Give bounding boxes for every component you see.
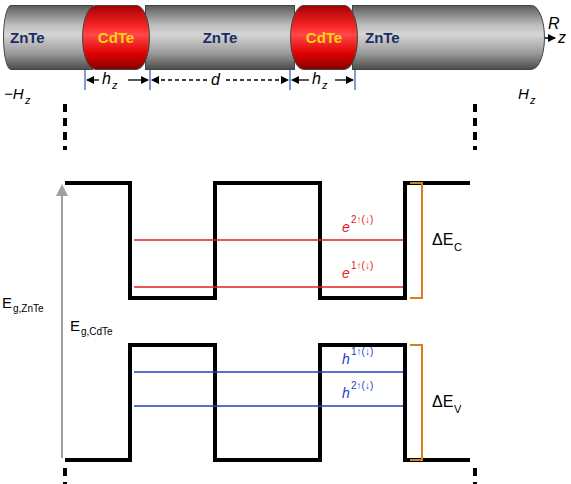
material-label: ZnTe xyxy=(203,29,238,46)
level-label: e xyxy=(342,266,350,280)
offset-label: ΔE xyxy=(432,232,453,248)
gap-label: E xyxy=(70,318,80,333)
level-label: h xyxy=(342,352,350,366)
subscript: z xyxy=(530,95,536,106)
level-label: e xyxy=(342,220,350,234)
cdte-segment: CdTe xyxy=(82,5,150,70)
material-label: ZnTe xyxy=(365,29,400,46)
znte-segment: ZnTe xyxy=(352,5,545,70)
superscript: 2↑(↓) xyxy=(351,381,373,391)
dimension-label: h xyxy=(312,71,321,87)
subscript: g,CdTe xyxy=(81,327,113,337)
superscript: 2↑(↓) xyxy=(351,215,373,225)
znte-segment: ZnTe xyxy=(3,5,93,70)
dimension-label: h xyxy=(102,71,111,87)
znte-segment: ZnTe xyxy=(145,5,295,70)
boundary-label: −H xyxy=(4,86,24,101)
subscript: C xyxy=(454,242,462,253)
cdte-segment: CdTe xyxy=(290,5,358,70)
subscript: z xyxy=(322,80,328,91)
superscript: 1↑(↓) xyxy=(351,347,373,357)
material-label: CdTe xyxy=(306,29,342,46)
level-label: h xyxy=(342,386,350,400)
dimension-label: d xyxy=(211,72,220,88)
subscript: V xyxy=(454,404,461,415)
axis-label: R xyxy=(548,16,560,32)
gap-label: E xyxy=(2,295,12,310)
offset-label: ΔE xyxy=(432,394,453,410)
material-label: ZnTe xyxy=(10,29,45,46)
boundary-label: H xyxy=(518,86,529,101)
subscript: z xyxy=(112,80,118,91)
subscript: g,ZnTe xyxy=(13,304,44,314)
material-label: CdTe xyxy=(98,29,134,46)
subscript: z xyxy=(25,95,31,106)
axis-label: z xyxy=(558,30,566,46)
superscript: 1↑(↓) xyxy=(351,261,373,271)
